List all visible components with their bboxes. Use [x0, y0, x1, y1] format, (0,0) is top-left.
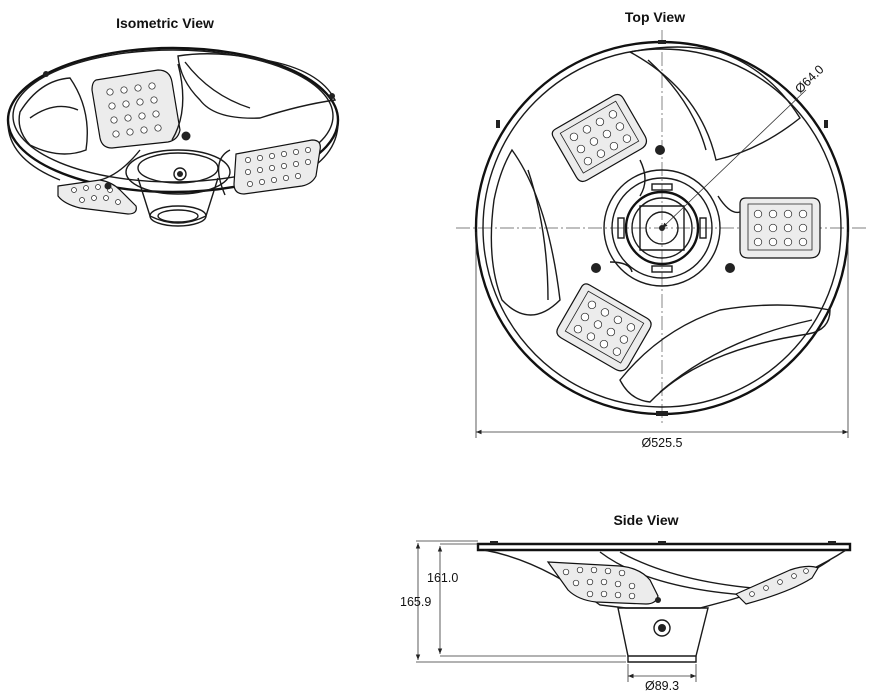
iso-screw-2 [329, 93, 335, 99]
top-screw-left [591, 263, 601, 273]
top-led-panel-right [739, 197, 821, 259]
iso-led-panel-back [91, 69, 181, 149]
top-tab-right [824, 120, 828, 128]
top-led-panel-lower-left [553, 281, 655, 375]
top-tab-bottom [656, 411, 668, 416]
iso-screw-1 [43, 71, 49, 77]
isometric-view: Isometric View [6, 15, 340, 227]
top-arm-upper [639, 159, 646, 197]
top-recess-left [490, 148, 561, 316]
top-arm-lower [609, 261, 633, 273]
top-tab-left [496, 120, 500, 128]
top-led-panel-upper-left [549, 91, 651, 185]
iso-rim-edge-left [7, 124, 61, 181]
iso-recess-right-contour [184, 61, 251, 109]
iso-inner-rim [12, 49, 334, 183]
iso-recess-right [177, 53, 337, 119]
side-tab-center [658, 541, 666, 544]
iso-arm-back [171, 63, 184, 141]
top-recess-bottom-right [619, 304, 831, 403]
iso-screw-4 [104, 182, 112, 190]
top-arm-right [717, 195, 741, 214]
side-view-title: Side View [613, 512, 678, 528]
iso-recess-left-contour [29, 105, 79, 119]
side-top-plate [476, 542, 852, 552]
top-view-title: Top View [625, 9, 685, 25]
top-dim-inner-label: Ø64.0 [792, 62, 826, 96]
side-tab-left [490, 541, 498, 544]
side-dim-total-label: 165.9 [400, 595, 431, 609]
top-screw-upper [655, 145, 665, 155]
top-central-hub [603, 169, 721, 287]
iso-arm-right [217, 149, 231, 196]
top-view: Top View [456, 9, 868, 450]
top-outer-rim [482, 48, 842, 408]
side-led-panel [546, 561, 659, 605]
iso-arm-front [99, 149, 141, 181]
side-screw [655, 597, 661, 603]
side-dim-base-label: Ø89.3 [645, 679, 679, 693]
top-dim-inner-leader [661, 89, 807, 229]
iso-mounting-boss [125, 149, 231, 227]
iso-recess-left [18, 77, 88, 155]
top-screw-right [725, 263, 735, 273]
side-tab-right [828, 541, 836, 544]
top-recess-bottom-right-contour [659, 319, 813, 393]
top-recess-top-right-contour [647, 59, 707, 151]
iso-outer-rim [6, 46, 340, 194]
side-led-panel-right [734, 565, 819, 605]
side-dim-body-label: 161.0 [427, 571, 458, 585]
iso-led-panel-front [57, 179, 137, 215]
top-recess-left-contour [527, 169, 549, 301]
top-dim-outer-label: Ø525.5 [641, 436, 682, 450]
isometric-view-title: Isometric View [116, 15, 214, 31]
iso-screw-3 [181, 131, 191, 141]
side-view: Side View [400, 512, 852, 693]
side-mounting-collar [617, 607, 709, 663]
iso-led-panel-right [233, 139, 321, 195]
top-tab-top [658, 40, 666, 44]
top-recess-top-right [627, 46, 801, 161]
